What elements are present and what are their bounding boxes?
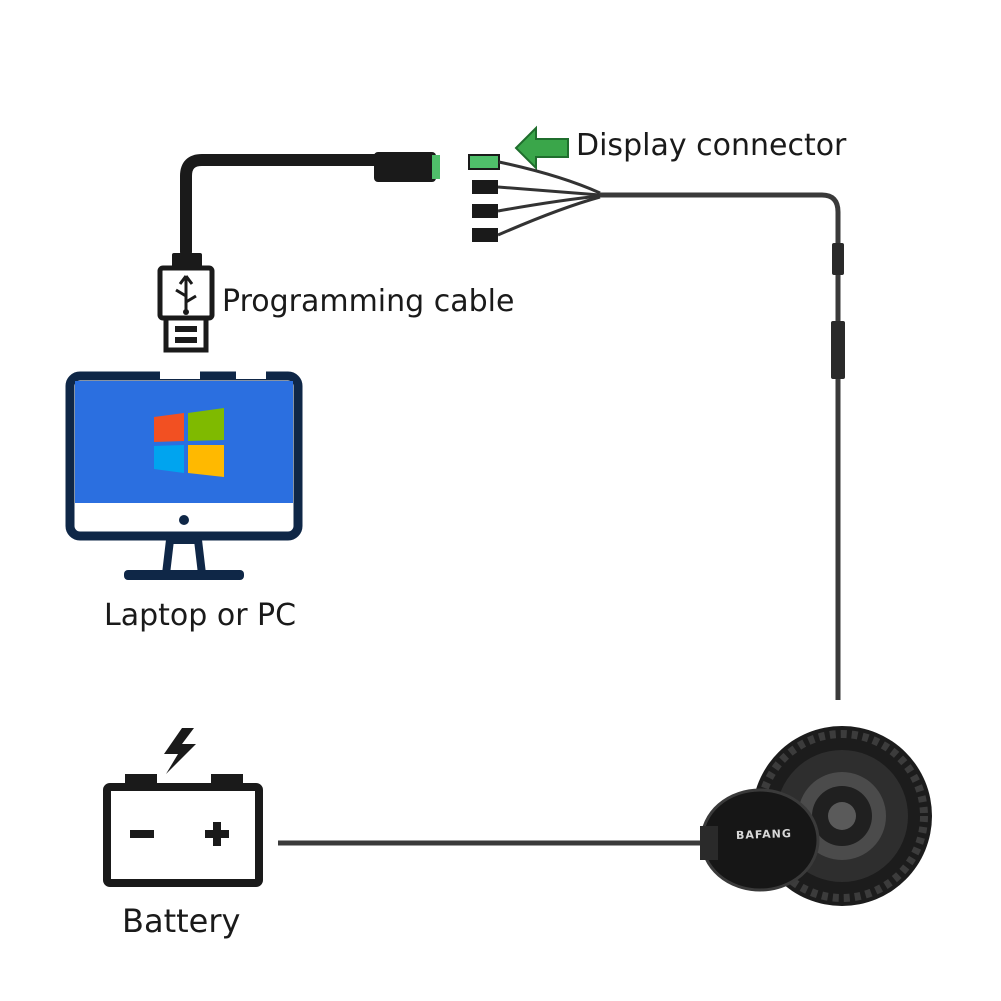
programming-cable [180, 152, 440, 258]
programming-cable-label: Programming cable [222, 284, 515, 319]
laptop-or-pc-label: Laptop or PC [104, 598, 297, 633]
display-connector-label: Display connector [576, 128, 847, 163]
battery-label: Battery [122, 902, 241, 940]
left-arrow-icon [514, 125, 569, 171]
motor-brand-logo: BAFANG [735, 827, 793, 842]
battery-icon [103, 774, 263, 887]
connector-harness [468, 154, 845, 700]
lightning-icon [164, 728, 196, 774]
windows-logo-icon [154, 408, 224, 477]
mid-drive-motor-icon [700, 726, 932, 906]
usb-icon [157, 253, 215, 353]
monitor-icon [65, 371, 303, 580]
